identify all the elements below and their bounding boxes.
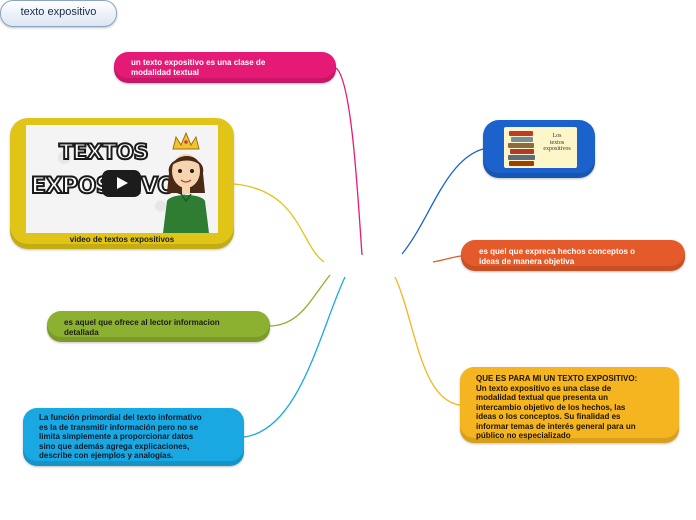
node-text-line: La función primordial del texto informat… bbox=[39, 413, 202, 422]
node-info[interactable]: es aquel que ofrece al lector informacio… bbox=[47, 311, 270, 342]
books-image: Los textos expositivos bbox=[504, 127, 577, 168]
link-definition bbox=[335, 67, 363, 256]
node-image[interactable]: Los textos expositivos bbox=[483, 120, 595, 178]
node-personal[interactable]: QUE ES PARA MI UN TEXTO EXPOSITIVO: Un t… bbox=[460, 367, 679, 443]
node-text-line: es la de transmitir información pero no … bbox=[39, 422, 199, 432]
node-text-line: un texto expositivo es una clase de bbox=[131, 58, 266, 67]
node-text-line: ideas o los conceptos. Su finalidad es bbox=[476, 412, 621, 421]
video-title-line1: TEXTOS bbox=[58, 140, 150, 164]
node-text-line: Un texto expositivo es una clase de bbox=[476, 383, 612, 393]
book-stack-icon bbox=[508, 131, 536, 166]
node-text-line: describe con ejemplos y analogías. bbox=[39, 451, 174, 460]
node-text-line: informar temas de interés general para u… bbox=[476, 421, 636, 431]
cartoon-girl-illustration bbox=[163, 131, 209, 233]
node-video[interactable]: TEXTOS EXPOSITIVOS video de textos expos… bbox=[10, 118, 234, 249]
node-text-line: público no especializado bbox=[476, 431, 571, 440]
video-thumbnail[interactable]: TEXTOS EXPOSITIVOS bbox=[26, 125, 218, 233]
node-facts[interactable]: es quel que expreca hechos conceptos o i… bbox=[461, 240, 685, 271]
video-caption: video de textos expositivos bbox=[69, 235, 175, 244]
node-text-line: modalidad textual que presenta un bbox=[476, 393, 609, 402]
node-text-line: modalidad textual bbox=[131, 67, 200, 77]
link-info bbox=[269, 274, 331, 327]
link-personal bbox=[394, 276, 461, 406]
node-function[interactable]: La función primordial del texto informat… bbox=[23, 408, 244, 466]
play-icon[interactable] bbox=[102, 170, 141, 197]
node-text-line: es quel que expreca hechos conceptos o bbox=[479, 247, 636, 256]
node-definition[interactable]: un texto expositivo es una clase de moda… bbox=[114, 52, 336, 83]
books-caption: Los textos expositivos bbox=[543, 133, 571, 152]
central-topic[interactable]: texto expositivo bbox=[0, 0, 117, 27]
link-facts bbox=[432, 255, 462, 263]
node-text-line: limita simplemente a proporcionar datos bbox=[39, 432, 194, 441]
node-text-line: ideas de manera objetiva bbox=[479, 256, 575, 266]
node-text-line: es aquel que ofrece al lector informacio… bbox=[64, 318, 220, 327]
node-text-line: detallada bbox=[64, 327, 99, 337]
node-text-line: QUE ES PARA MI UN TEXTO EXPOSITIVO: bbox=[476, 374, 638, 383]
node-text-line: sino que además agrega explicaciones, bbox=[39, 441, 190, 451]
link-image bbox=[401, 148, 484, 255]
node-text-line: intercambio objetivo de los hechos, las bbox=[476, 402, 626, 412]
link-function bbox=[243, 276, 346, 438]
link-video bbox=[233, 183, 325, 263]
